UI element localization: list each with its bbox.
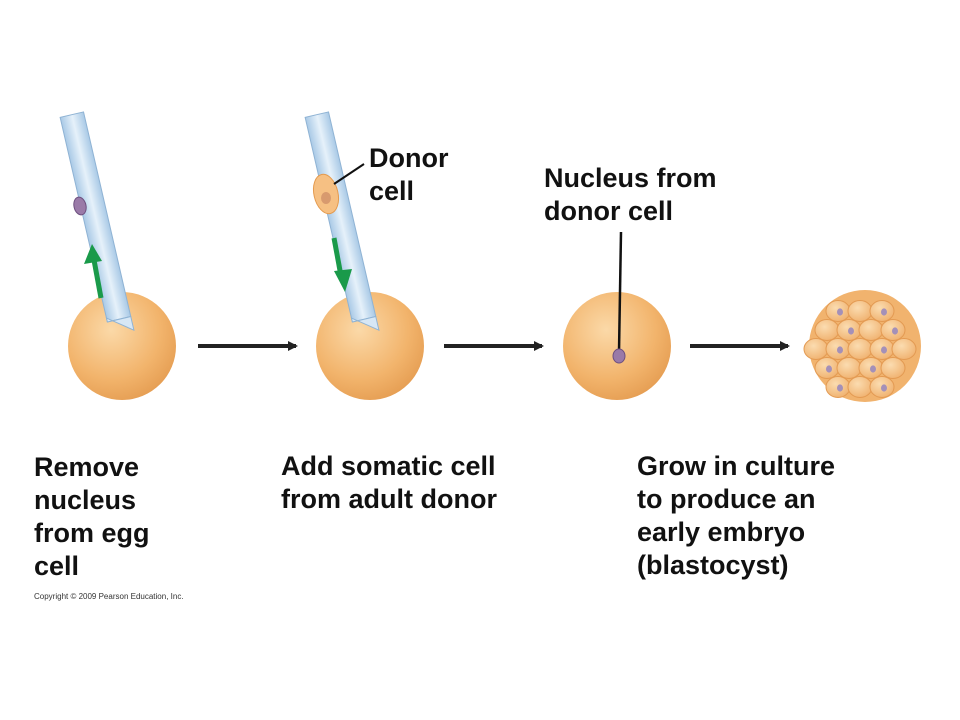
removed-nucleus [73,196,87,216]
step2-caption: Add somatic cell from adult donor [281,451,497,514]
blastocyst-cell [858,319,884,341]
blastocyst-cell [803,338,829,360]
blastocyst [803,290,921,402]
step3-caption: Grow in culture to produce an early embr… [637,451,836,580]
blastocyst-cell [836,357,862,379]
blastocyst-cell-nucleus [881,346,887,354]
step2-group [304,111,424,400]
blastocyst-cell-nucleus [881,308,887,316]
blastocyst-cell-nucleus [881,384,887,392]
blastocyst-cell-nucleus [848,327,854,335]
nucleus-from-donor-label: Nucleus from donor cell [544,163,717,226]
nucleus-leader-line [617,231,623,353]
donor-cell-nucleus [321,192,331,204]
blastocyst-cell [880,357,906,379]
blastocyst-cell [814,319,840,341]
blastocyst-cell-nucleus [837,346,843,354]
donor-nucleus-in-egg [612,348,626,364]
copyright-notice: Copyright © 2009 Pearson Education, Inc. [34,592,184,601]
blastocyst-cell-nucleus [870,365,876,373]
down-arrow-icon [331,237,352,292]
step1-caption: Remove nucleus from egg cell [34,452,150,581]
step3-group [563,231,671,400]
up-arrow-icon [84,244,104,299]
donor-cell-label: Donor cell [369,143,449,206]
blastocyst-cell-nucleus [837,308,843,316]
blastocyst-cell [847,376,873,398]
egg-cell-2 [316,292,424,400]
step1-group [59,111,176,400]
egg-cell-1 [68,292,176,400]
egg-cell-3 [563,292,671,400]
blastocyst-cell-nucleus [837,384,843,392]
pipette-2 [304,111,380,332]
blastocyst-cell [847,300,873,322]
donor-cell-leader-line [333,163,365,185]
blastocyst-cell-nucleus [826,365,832,373]
blastocyst-cell [891,338,917,360]
pipette-1 [59,111,135,332]
blastocyst-cell [847,338,873,360]
blastocyst-cell-nucleus [892,327,898,335]
